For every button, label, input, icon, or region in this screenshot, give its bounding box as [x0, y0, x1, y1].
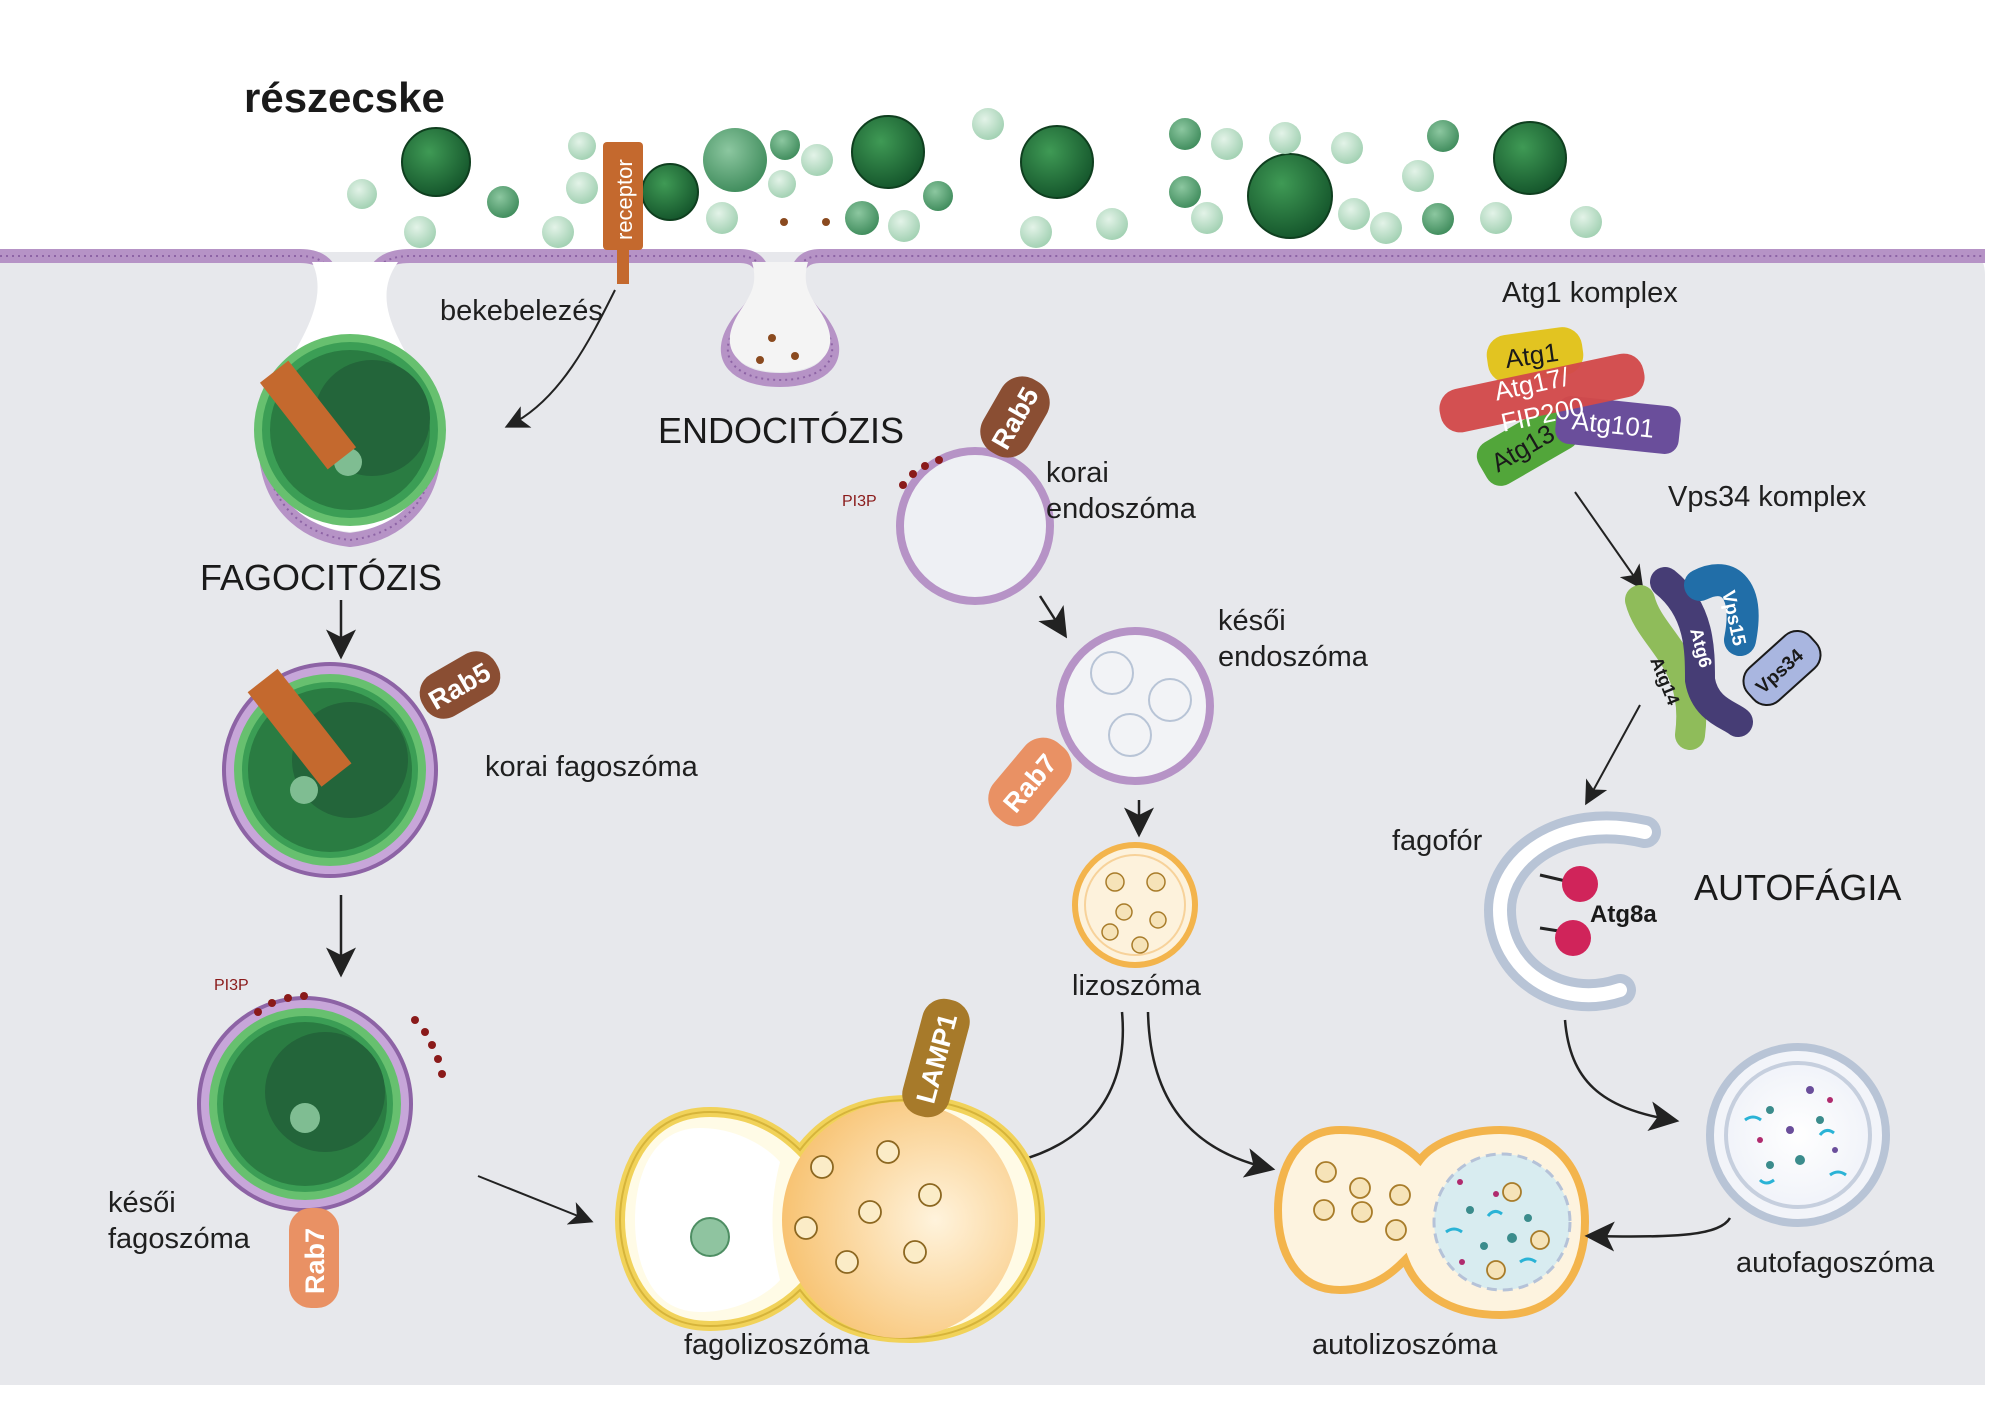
label-autophagosome: autofagoszóma: [1736, 1247, 1935, 1279]
vps15-protein: [1684, 564, 1759, 656]
atg6-protein: [1650, 567, 1753, 737]
label-vps34-complex: Vps34 komplex: [1668, 481, 1867, 513]
label-early-endosome-1: korai: [1046, 457, 1109, 489]
label-late-phagosome-2: fagoszóma: [108, 1223, 251, 1255]
label-late-phagosome-1: késői: [108, 1187, 176, 1219]
engulfed-particle: [254, 334, 446, 526]
label-late-endosome-2: endoszóma: [1218, 641, 1369, 673]
phagophore: [1483, 811, 1661, 1012]
early-phagosome: [222, 662, 438, 878]
rab7-phagosome: Rab7: [289, 1208, 339, 1308]
label-atg8a: Atg8a: [1590, 901, 1657, 928]
cytoplasm: [0, 252, 1985, 1385]
receptor-label: receptor: [612, 159, 637, 240]
atg14-protein: [1625, 585, 1707, 750]
label-pi3p-middle: PI3P: [842, 493, 877, 510]
label-autophagy: AUTOFÁGIA: [1694, 867, 1901, 908]
phagolysosome: [614, 1094, 1046, 1344]
particles-outside: [347, 108, 1602, 248]
arrow-engulfment: [504, 289, 616, 428]
arrow-to-phagolysosome: [477, 1175, 594, 1225]
label-lysosome: lizoszóma: [1072, 970, 1202, 1002]
label-atg1-complex: Atg1 komplex: [1502, 277, 1678, 309]
atg1-label: Atg1: [1503, 337, 1560, 374]
label-particle: részecske: [244, 74, 445, 121]
arrow-lyso-to-autolyso: [1146, 1011, 1276, 1178]
arrow-autophagosome-to-autolyso: [1584, 1217, 1732, 1252]
label-pi3p-left: PI3P: [214, 977, 249, 994]
rab7-phagosome-label: Rab7: [300, 1228, 330, 1294]
label-autolysosome: autolizoszóma: [1312, 1329, 1498, 1361]
arrow-atg1-to-vps34: [1574, 491, 1644, 590]
late-phagosome: [197, 992, 446, 1212]
arrow-vps34-to-phagophore: [1585, 704, 1641, 806]
label-engulfment: bekebelezés: [440, 295, 603, 327]
autophagosome: [1706, 1043, 1890, 1227]
label-phagocytosis: FAGOCITÓZIS: [200, 557, 442, 598]
early-endosome: [896, 447, 1054, 605]
label-phagolysosome: fagolizoszóma: [684, 1329, 870, 1361]
arrow-phagophore-to-autophagosome: [1563, 1019, 1680, 1132]
atg1-complex: Atg13 Atg101 Atg1 Atg17/ FIP200: [1439, 327, 1681, 486]
rab5-phagosome: Rab5: [419, 651, 501, 719]
autolysosome: [1273, 1125, 1590, 1320]
lysosome: [1072, 842, 1198, 968]
label-early-endosome-2: endoszóma: [1046, 493, 1197, 525]
label-early-phagosome: korai fagoszóma: [485, 751, 699, 783]
label-endocytosis: ENDOCITÓZIS: [658, 410, 904, 451]
label-late-endosome-1: késői: [1218, 605, 1286, 637]
endocytic-pit: [729, 262, 831, 372]
arrow-endo-1: [1038, 595, 1068, 639]
late-endosome: [1056, 627, 1214, 785]
receptor: receptor: [603, 142, 643, 284]
label-phagophore: fagofór: [1392, 825, 1483, 857]
